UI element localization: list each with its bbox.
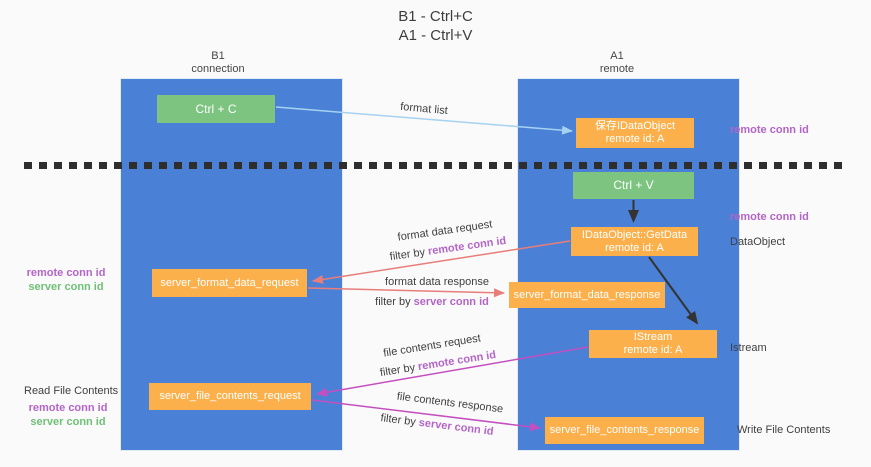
- left-label-server-conn-id-2: server conn id: [30, 416, 106, 428]
- node-file-response-label: server_file_contents_response: [549, 424, 700, 436]
- node-getdata-line2: remote id: A: [605, 241, 664, 254]
- node-ctrl-v-label: Ctrl + V: [613, 178, 654, 192]
- lane-a1-name: A1: [610, 50, 624, 62]
- node-save-idataobject-line1: 保存IDataObject: [594, 120, 676, 132]
- lane-b1-name: B1: [211, 50, 225, 62]
- edge-label-file-contents-response-filter: filter by server conn id: [380, 412, 494, 438]
- diagram-title: B1 - Ctrl+C A1 - Ctrl+V: [0, 7, 871, 45]
- edge-label-format-list: format list: [399, 100, 449, 118]
- node-save-idataobject: 保存IDataObject remote id: A: [576, 118, 694, 148]
- node-idataobject-getdata: IDataObject::GetData remote id: A: [571, 227, 698, 256]
- filter-prefix: filter by: [389, 245, 429, 264]
- node-format-response-label: server_format_data_response: [513, 288, 661, 301]
- lane-b1-subtitle: connection: [191, 63, 245, 75]
- node-save-idataobject-line2: remote id: A: [605, 133, 665, 145]
- right-label-remote-conn-id-2: remote conn id: [730, 211, 809, 223]
- right-label-write-file-contents: Write File Contents: [737, 424, 831, 436]
- title-line-1: B1 - Ctrl+C: [398, 8, 473, 25]
- left-label-conn-ids-1: remote conn id server conn id: [20, 266, 112, 294]
- node-ctrl-c: Ctrl + C: [157, 95, 275, 123]
- lane-header-b1: B1 connection: [128, 50, 308, 76]
- edge-label-format-data-response: format data response: [385, 276, 489, 288]
- node-server-file-contents-request: server_file_contents_request: [149, 383, 311, 410]
- lane-header-a1: A1 remote: [527, 50, 707, 76]
- lane-a1-subtitle: remote: [599, 63, 635, 75]
- left-label-remote-conn-id-1: remote conn id: [26, 267, 106, 279]
- edge-label-file-contents-response: file contents response: [396, 390, 504, 416]
- node-ctrl-c-label: Ctrl + C: [195, 101, 237, 116]
- filter-prefix: filter by: [375, 296, 414, 308]
- node-getdata-line1: IDataObject::GetData: [581, 228, 688, 241]
- filter-value-remote-conn-id: remote conn id: [427, 234, 507, 258]
- node-istream-line2: remote id: A: [623, 344, 683, 356]
- edge-label-format-data-response-filter: filter by server conn id: [375, 296, 489, 308]
- left-label-conn-ids-2: remote conn id server conn id: [22, 401, 114, 429]
- filter-prefix: filter by: [379, 361, 420, 380]
- filter-prefix: filter by: [379, 412, 420, 429]
- left-label-read-file-contents: Read File Contents: [24, 385, 119, 397]
- node-istream-line1: IStream: [633, 331, 673, 343]
- node-server-file-contents-response: server_file_contents_response: [545, 417, 704, 444]
- right-label-istream: Istream: [730, 342, 767, 354]
- node-server-format-data-response: server_format_data_response: [509, 282, 665, 308]
- left-label-server-conn-id-1: server conn id: [28, 281, 104, 293]
- phase-divider-dashed-line: [24, 162, 848, 169]
- node-ctrl-v: Ctrl + V: [573, 172, 694, 199]
- title-line-2: A1 - Ctrl+V: [398, 27, 473, 44]
- left-label-remote-conn-id-2: remote conn id: [28, 402, 108, 414]
- node-format-request-label: server_format_data_request: [160, 276, 299, 289]
- filter-value-server-conn-id: server conn id: [413, 296, 489, 308]
- right-label-remote-conn-id-1: remote conn id: [730, 124, 809, 136]
- node-file-request-label: server_file_contents_request: [159, 390, 301, 402]
- node-istream: IStream remote id: A: [589, 330, 717, 358]
- right-label-dataobject: DataObject: [730, 236, 786, 248]
- node-server-format-data-request: server_format_data_request: [152, 269, 307, 297]
- filter-value-server-conn-id: server conn id: [418, 416, 495, 438]
